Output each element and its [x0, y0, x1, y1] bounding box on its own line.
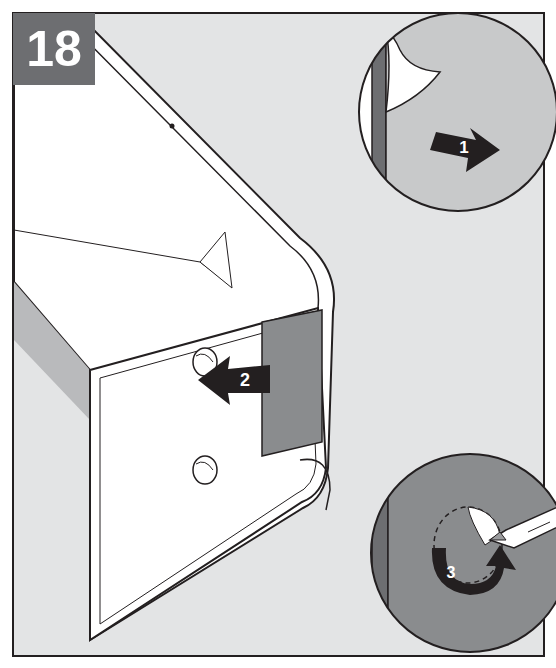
shadow [14, 282, 90, 420]
callout-number: 1 [452, 136, 476, 158]
bin-body [14, 14, 334, 640]
detail-cut [360, 420, 556, 668]
hole-edge [196, 354, 213, 362]
hole-edge [196, 462, 213, 470]
callout-number: 2 [234, 368, 256, 392]
bin-front-face [90, 308, 326, 640]
step-number: 18 [13, 13, 95, 85]
adhesive-pad [262, 310, 322, 456]
detail-peel [350, 0, 556, 230]
callout-number: 3 [441, 562, 461, 584]
bin-foot [300, 459, 330, 510]
step-arrow [198, 356, 270, 405]
bin-rim [60, 14, 318, 308]
detail-circle [371, 454, 556, 652]
bin-rib [200, 232, 232, 288]
detail-circle [359, 13, 556, 211]
bin-inner-edge [14, 230, 230, 285]
screw-hole [170, 124, 175, 129]
step-number-box [13, 13, 95, 85]
hole [193, 456, 217, 484]
